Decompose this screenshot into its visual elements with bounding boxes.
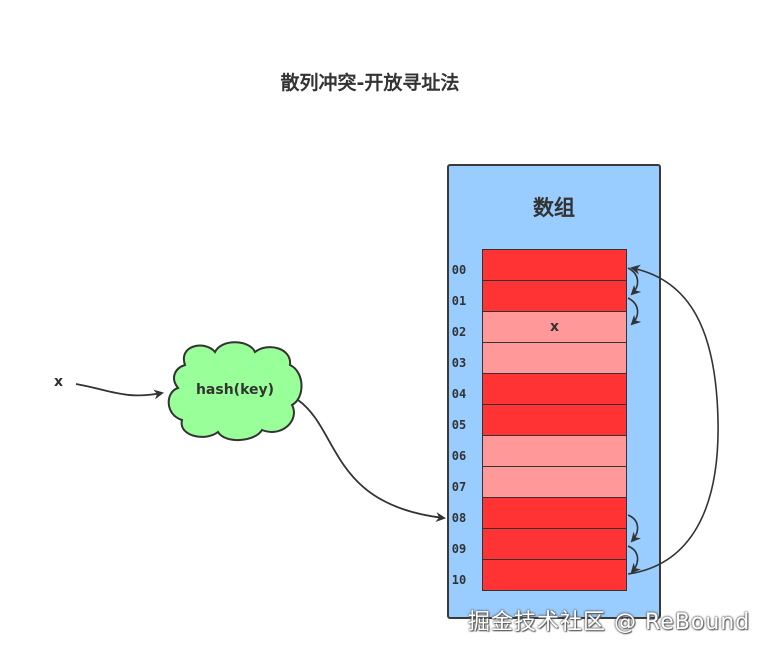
array-cell	[482, 529, 627, 560]
array-label: 数组	[533, 196, 575, 220]
array-cell	[482, 405, 627, 436]
array-cell	[482, 467, 627, 498]
array-index-label: 09	[451, 542, 467, 556]
array-index-label: 07	[451, 480, 467, 494]
array-cell	[482, 560, 627, 591]
probe-arrow-09-to-10	[627, 545, 642, 574]
array-index-label: 02	[451, 325, 467, 339]
edge-input-to-hash	[75, 383, 164, 400]
probe-arrow-10-to-00	[627, 264, 719, 575]
array-index-label: 01	[451, 294, 467, 308]
array-index-label: 05	[451, 418, 467, 432]
array-index-label: 06	[451, 449, 467, 463]
array-index-label: 00	[451, 263, 467, 277]
array-cell	[482, 343, 627, 374]
edge-hash-to-cell-08	[297, 399, 446, 523]
hash-function-label: hash(key)	[195, 382, 275, 398]
array-index-label: 04	[451, 387, 467, 401]
array-cell	[482, 249, 627, 281]
probe-arrow-01-to-02	[627, 297, 642, 326]
diagram-title: 散列冲突-开放寻址法	[280, 72, 460, 94]
array-cell	[482, 281, 627, 312]
probe-arrow-00-to-01	[627, 267, 642, 296]
array-cell: x	[482, 312, 627, 343]
array-cells: x	[482, 249, 627, 591]
array-cell	[482, 436, 627, 467]
array-cell	[482, 498, 627, 529]
array-index-label: 03	[451, 356, 467, 370]
array-cell	[482, 374, 627, 405]
array-index-label: 08	[451, 511, 467, 525]
array-cell-value: x	[549, 319, 560, 335]
array-index-label: 10	[451, 573, 467, 587]
probe-arrow-08-to-09	[627, 514, 642, 543]
watermark-text: 掘金技术社区 @ ReBound	[468, 610, 751, 635]
input-key-label: x	[54, 374, 64, 390]
hash-cloud-shape	[167, 341, 303, 441]
